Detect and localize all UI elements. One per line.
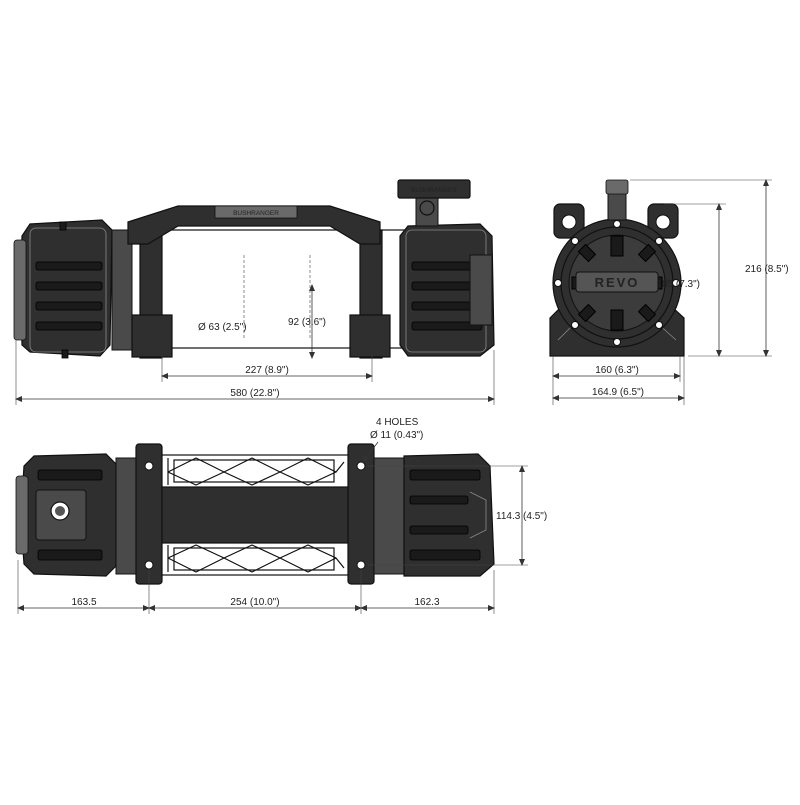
end-brand-plate bbox=[575, 271, 659, 293]
end-brand-text: REVO bbox=[595, 275, 640, 290]
top-left-housing bbox=[15, 453, 117, 577]
top-view bbox=[15, 443, 495, 585]
side-view-dimensions: 92 (3.6") Ø 63 (2.5") 227 (8.9") 580 (22… bbox=[15, 284, 495, 405]
width-160-label: 160 (6.3") bbox=[595, 365, 639, 376]
top-truss-upper bbox=[167, 457, 345, 486]
side-left-housing bbox=[13, 219, 113, 359]
end-knob bbox=[607, 191, 627, 221]
end-view: REVO bbox=[549, 179, 685, 357]
top-truss-lower bbox=[167, 544, 345, 573]
rope-height-label: 92 (3.6") bbox=[288, 317, 326, 328]
side-right-housing bbox=[399, 223, 495, 357]
rope-diameter-label: Ø 63 (2.5") bbox=[198, 322, 247, 333]
side-clutch-knob: BUSHRANGER bbox=[397, 179, 471, 227]
side-right-foot bbox=[349, 314, 391, 358]
top-drum-core bbox=[159, 486, 351, 544]
remote-brand-text: BUSHRANGER bbox=[411, 187, 457, 194]
top-left-band bbox=[135, 443, 163, 585]
right-offset-label: 162.3 bbox=[414, 597, 439, 608]
bolt-spacing-vertical-label: 114.3 (4.5") bbox=[496, 511, 547, 522]
drum-length-label: 227 (8.9") bbox=[245, 365, 289, 376]
top-right-collar bbox=[373, 457, 405, 575]
side-handle: BUSHRANGER bbox=[127, 205, 381, 245]
end-view-dimensions: 185 (7.3") 216 (8.5") 160 (6.3") 164.9 (… bbox=[552, 179, 789, 405]
overall-length-label: 580 (22.8") bbox=[230, 388, 279, 399]
side-left-collar bbox=[111, 229, 133, 351]
height-185-label: 185 (7.3") bbox=[656, 279, 700, 290]
holes-diameter-label: Ø 11 (0.43") bbox=[370, 430, 423, 441]
top-view-dimensions: 4 HOLES Ø 11 (0.43") 114.3 (4.5") 163.5 … bbox=[17, 417, 547, 614]
height-216-label: 216 (8.5") bbox=[745, 264, 789, 275]
width-164-label: 164.9 (6.5") bbox=[592, 387, 644, 398]
handle-brand-text: BUSHRANGER bbox=[233, 210, 279, 217]
side-left-foot bbox=[131, 314, 173, 358]
holes-title-label: 4 HOLES bbox=[376, 417, 419, 428]
left-offset-label: 163.5 bbox=[71, 597, 96, 608]
top-left-collar bbox=[115, 457, 139, 575]
bolt-spacing-label: 254 (10.0") bbox=[230, 597, 279, 608]
top-right-band bbox=[347, 443, 375, 585]
top-right-housing bbox=[403, 453, 495, 577]
side-view: BUSHRANGER BUSHRANGER bbox=[13, 179, 495, 359]
